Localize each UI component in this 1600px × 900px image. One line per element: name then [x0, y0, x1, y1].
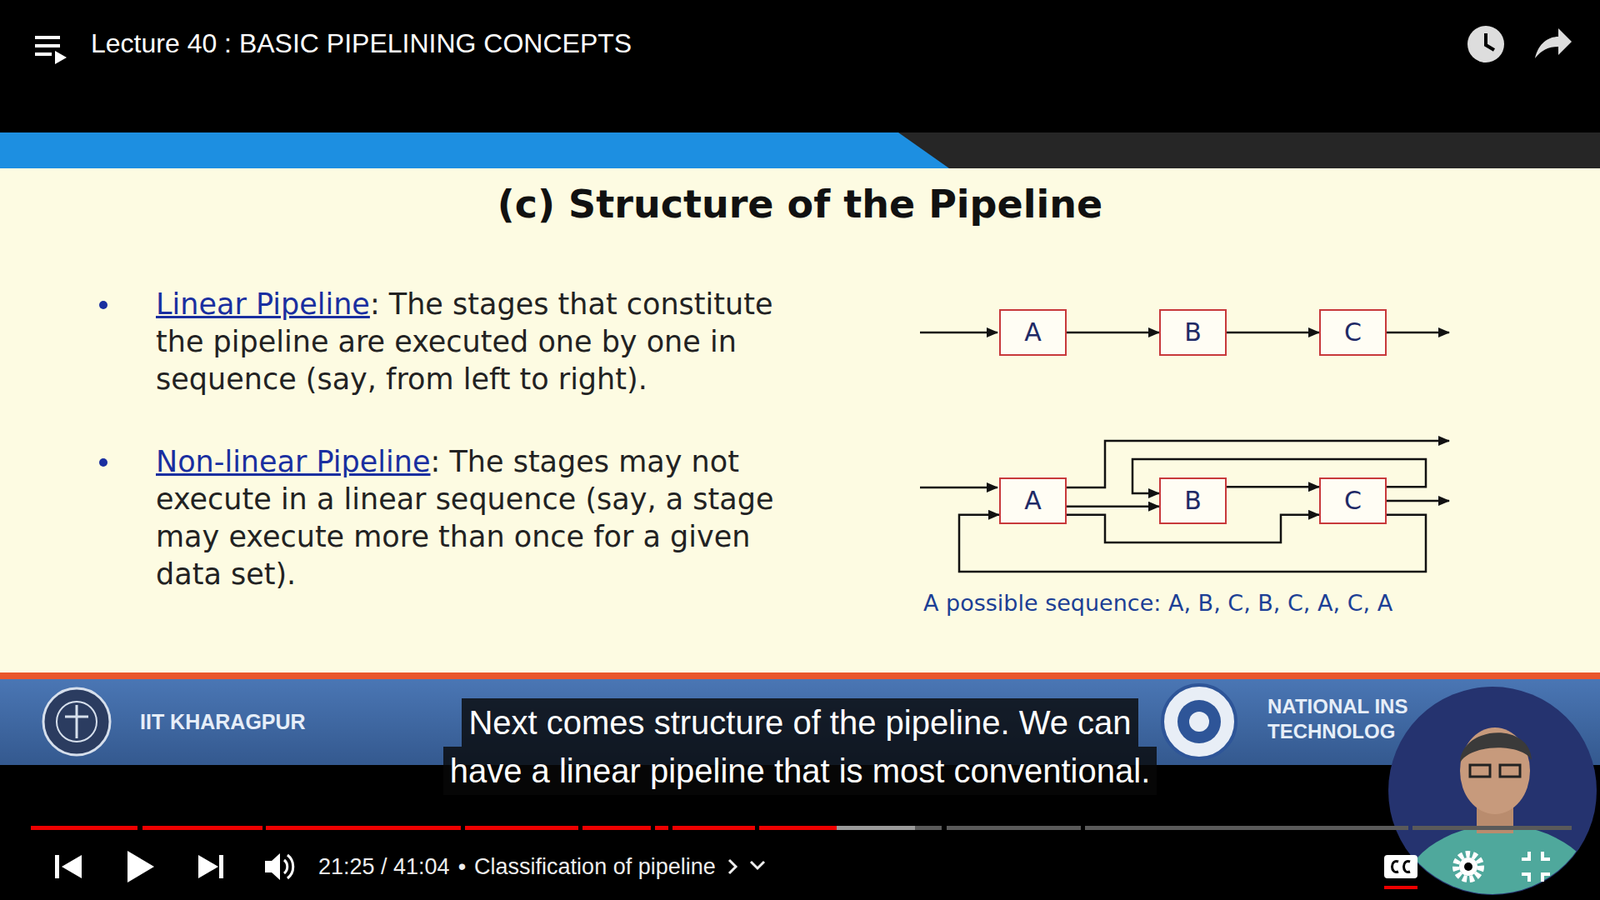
- stage-letter: B: [1184, 317, 1202, 348]
- bullet-text: Linear Pipeline: The stages that constit…: [155, 285, 823, 399]
- pipeline-connector: [1066, 505, 1160, 508]
- pipeline-connector: [1226, 485, 1320, 489]
- slide-title: (c) Structure of the Pipeline: [0, 181, 1600, 227]
- bullet-dot: [99, 300, 108, 310]
- institute-name: TECHNOLOG: [1267, 720, 1395, 744]
- stage-box: B: [1159, 477, 1227, 525]
- exit-fullscreen-button: [1521, 851, 1550, 882]
- subtitle-line: have a linear pipeline that is most conv…: [443, 746, 1158, 795]
- stage-letter: C: [1344, 485, 1362, 516]
- stage-box: C: [1319, 309, 1387, 356]
- stage-box: A: [999, 477, 1067, 525]
- pipeline-connector: [1066, 331, 1160, 335]
- separator-dot: •: [458, 854, 466, 880]
- share-icon: [1535, 28, 1572, 59]
- stage-letter: C: [1344, 317, 1362, 348]
- time-display: 21:25 / 41:04: [318, 854, 450, 880]
- term-link: Linear Pipeline: [155, 287, 370, 321]
- orange-rule: [0, 672, 1600, 680]
- top-bar: [0, 0, 1600, 133]
- institute-name: IIT KHARAGPUR: [140, 710, 306, 735]
- volume-button: [265, 853, 294, 880]
- watch-later-icon: [1467, 25, 1505, 63]
- sequence-note: A possible sequence: A, B, C, B, C, A, C…: [923, 590, 1393, 616]
- subtitle-block: Next comes structure of the pipeline. We…: [0, 698, 1600, 795]
- institute-name: NATIONAL INS: [1267, 695, 1408, 719]
- stage-box: B: [1159, 309, 1227, 356]
- chapter-chevrons: [724, 854, 770, 880]
- io-wires: [920, 332, 1450, 501]
- stage-letter: A: [1024, 317, 1042, 348]
- next-button: [198, 855, 224, 879]
- captions-button: [1384, 855, 1418, 890]
- stage-box: C: [1319, 477, 1387, 525]
- term-link: Non-linear Pipeline: [155, 445, 431, 479]
- pipeline-connector: [1226, 331, 1320, 335]
- time-row: 21:25 / 41:04 • Classification of pipeline: [318, 851, 770, 882]
- nit-emblem: [1162, 685, 1236, 759]
- chapter-title: Classification of pipeline: [474, 854, 716, 880]
- stage-letter: B: [1184, 485, 1202, 516]
- settings-button: [1455, 854, 1481, 880]
- bullet-text: Non-linear Pipeline: The stages may not …: [155, 443, 823, 594]
- playlist-icon: [35, 35, 67, 65]
- subtitle-line: Next comes structure of the pipeline. We…: [461, 698, 1138, 747]
- previous-button: [55, 855, 82, 879]
- bullet-dot: [99, 458, 108, 467]
- stage-letter: A: [1024, 485, 1042, 516]
- stage-box: A: [999, 309, 1067, 356]
- progress-bar: [30, 825, 1572, 830]
- play-button: [127, 850, 155, 883]
- iit-emblem: [43, 688, 110, 755]
- presenter-video: [1388, 686, 1600, 900]
- blue-band: [0, 132, 950, 169]
- video-title: Lecture 40 : BASIC PIPELINING CONCEPTS: [90, 28, 632, 60]
